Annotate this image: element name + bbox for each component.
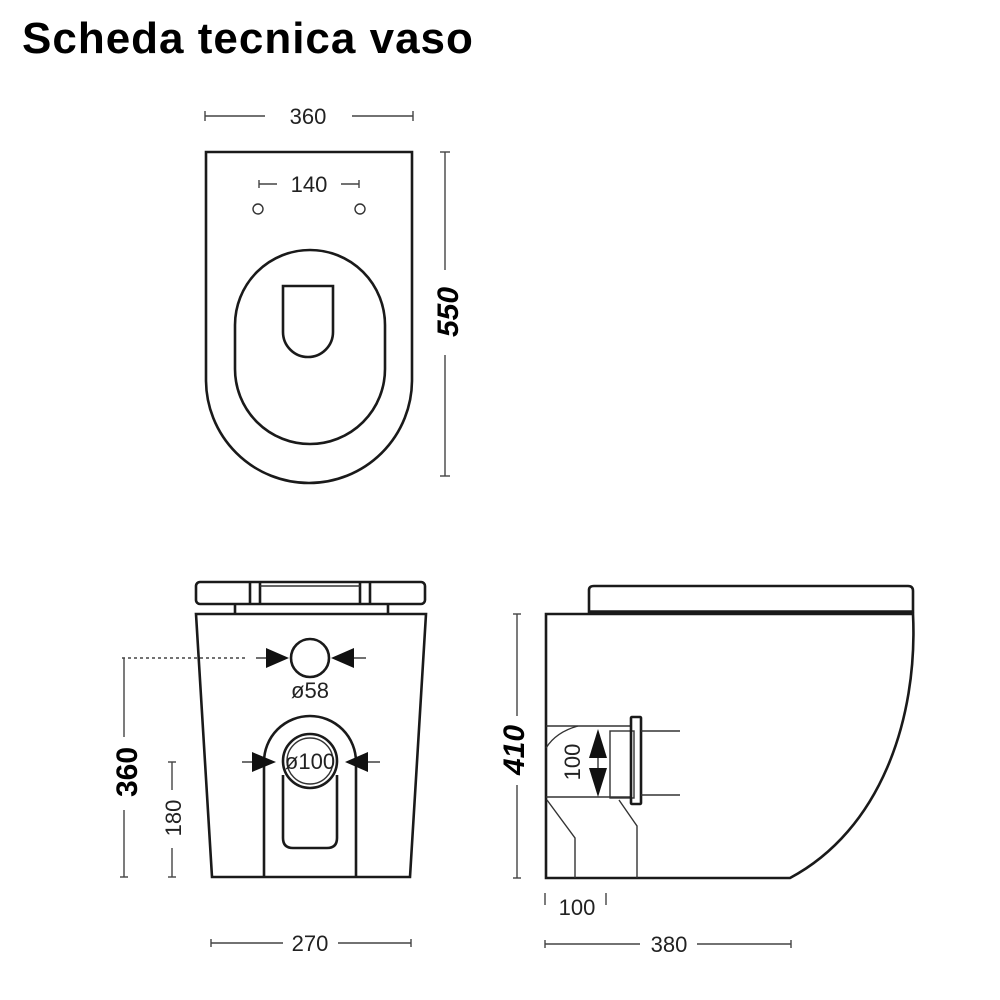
inlet-diameter-label: ø58 (291, 678, 329, 703)
side-height-label: 410 (498, 725, 531, 776)
inlet-height-label: 360 (111, 747, 144, 797)
outlet-height-label: 180 (161, 800, 186, 837)
hinge-spacing-dimension: 140 (258, 172, 360, 197)
inlet-hole (289, 637, 331, 679)
outlet-arrows (242, 752, 380, 772)
side-height-dimension: 410 (498, 613, 531, 879)
outlet-height-dimension: 180 (161, 761, 186, 878)
bowl-opening (281, 284, 335, 359)
outlet-channel (281, 775, 339, 850)
inlet-arrows (256, 648, 366, 668)
side-depth-dimension: 380 (544, 932, 792, 957)
side-body-outline (544, 612, 915, 880)
outlet-arch (262, 714, 358, 876)
outlet-ring-inner (286, 737, 334, 785)
page-title: Scheda tecnica vaso (22, 14, 474, 63)
top-length-dimension: 550 (432, 151, 465, 477)
outlet-offset-label: 100 (559, 895, 596, 920)
side-depth-label: 380 (651, 932, 688, 957)
top-width-dimension: 360 (204, 104, 414, 129)
front-view: ø58 ø100 360 180 (111, 580, 428, 956)
side-lid (587, 584, 915, 614)
outlet-size-label: 100 (560, 744, 585, 781)
front-lid (194, 580, 427, 606)
outlet-ring-outer (281, 732, 339, 790)
top-length-label: 550 (432, 287, 465, 337)
top-bowl-outline (204, 150, 414, 485)
front-width-label: 270 (292, 931, 329, 956)
top-width-label: 360 (290, 104, 327, 129)
side-view: 100 410 100 380 (498, 584, 915, 957)
outlet-pipe (609, 730, 635, 799)
front-body-outline (194, 612, 428, 879)
outlet-size-arrows (589, 729, 607, 797)
outlet-diameter-label: ø100 (285, 749, 335, 774)
top-view: 360 140 550 (204, 104, 465, 485)
hinge-hole-left (252, 203, 264, 215)
inlet-height-dimension: 360 (111, 658, 144, 878)
hinge-spacing-label: 140 (291, 172, 328, 197)
seat-rim (233, 248, 387, 446)
hinge-hole-right (354, 203, 366, 215)
front-width-dimension: 270 (210, 931, 412, 956)
outlet-offset-dimension: 100 (544, 893, 607, 920)
outlet-flange (629, 715, 643, 806)
